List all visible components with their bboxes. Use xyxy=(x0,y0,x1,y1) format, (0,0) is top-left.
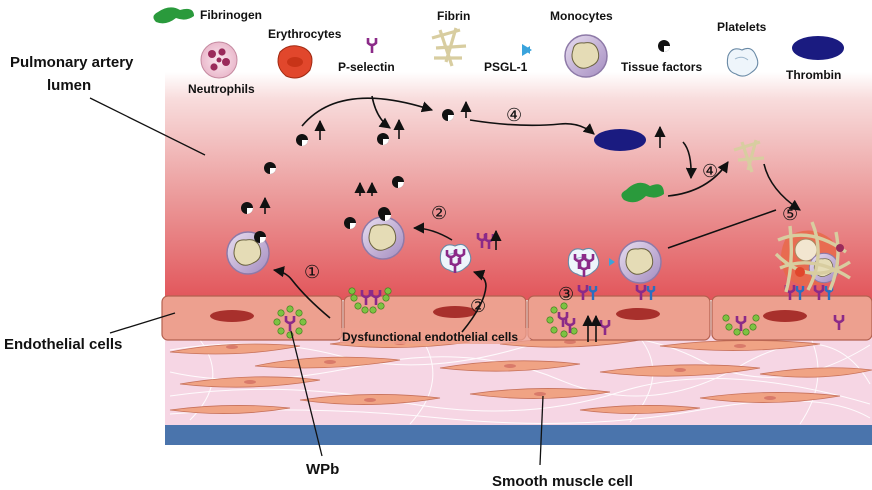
legend-erythrocytes: Erythrocytes xyxy=(268,27,342,41)
legend-platelets: Platelets xyxy=(717,20,767,34)
tissue-factor-icon xyxy=(658,40,670,52)
legend-psgl1: PSGL-1 xyxy=(484,60,528,74)
step-4b: ④ xyxy=(702,161,718,182)
fibrin-icon xyxy=(431,27,467,67)
tissue-factor-cluster xyxy=(241,100,472,229)
lumen-background xyxy=(165,72,872,300)
thrombin-icon xyxy=(792,36,844,60)
thrombus xyxy=(774,221,851,293)
legend-p-selectin: P-selectin xyxy=(338,60,395,74)
nucleus xyxy=(763,310,807,322)
p-selectin-icon xyxy=(366,36,378,55)
legend-monocytes: Monocytes xyxy=(550,9,613,23)
endothelial-cell xyxy=(527,295,711,341)
legend-fibrin: Fibrin xyxy=(437,9,470,23)
label-lumen-line1: Pulmonary artery xyxy=(10,54,134,71)
label-lumen-line2: lumen xyxy=(47,77,91,94)
platelet-icon xyxy=(726,47,759,77)
step-2b: ② xyxy=(470,296,486,317)
label-dysfunctional: Dysfunctional endothelial cells xyxy=(342,330,518,344)
fibrinogen-icon xyxy=(621,182,664,203)
wpb-pointer xyxy=(290,330,323,457)
label-endothelial-cells: Endothelial cells xyxy=(4,336,122,353)
step-2a: ② xyxy=(431,203,447,224)
step-3: ③ xyxy=(558,284,574,305)
label-wpb: WPb xyxy=(306,461,339,478)
muscle-nuclei xyxy=(226,340,776,402)
lumen-pointer xyxy=(89,97,206,156)
dysfunctional-label-bg xyxy=(340,328,530,344)
legend-thrombin: Thrombin xyxy=(786,68,841,82)
legend: Fibrinogen Neutrophils Erythrocytes P-se… xyxy=(153,7,844,96)
nucleus xyxy=(616,308,660,320)
legend-neutrophils: Neutrophils xyxy=(188,82,255,96)
fibrin-icon xyxy=(733,139,765,173)
pathway-arrows xyxy=(272,95,801,342)
nucleus xyxy=(433,306,477,318)
label-smooth-muscle: Smooth muscle cell xyxy=(492,473,633,490)
step-5: ⑤ xyxy=(782,204,798,225)
legend-tissue-factors: Tissue factors xyxy=(621,60,702,74)
monocyte-icon xyxy=(361,216,405,260)
monocyte-icon xyxy=(564,34,608,78)
p-selectin-pair-arrow xyxy=(476,229,502,251)
smooth-muscle-pointer xyxy=(539,395,544,466)
basement-membrane xyxy=(165,425,872,445)
legend-fibrinogen: Fibrinogen xyxy=(200,8,262,22)
endothelial-pointer xyxy=(109,312,176,334)
nucleus xyxy=(210,310,254,322)
step-4a: ④ xyxy=(506,105,522,126)
step-1: ① xyxy=(304,262,320,283)
wpb-granule-ring xyxy=(273,305,307,339)
fibrinogen-icon xyxy=(153,7,194,24)
thrombin-icon xyxy=(594,129,646,151)
